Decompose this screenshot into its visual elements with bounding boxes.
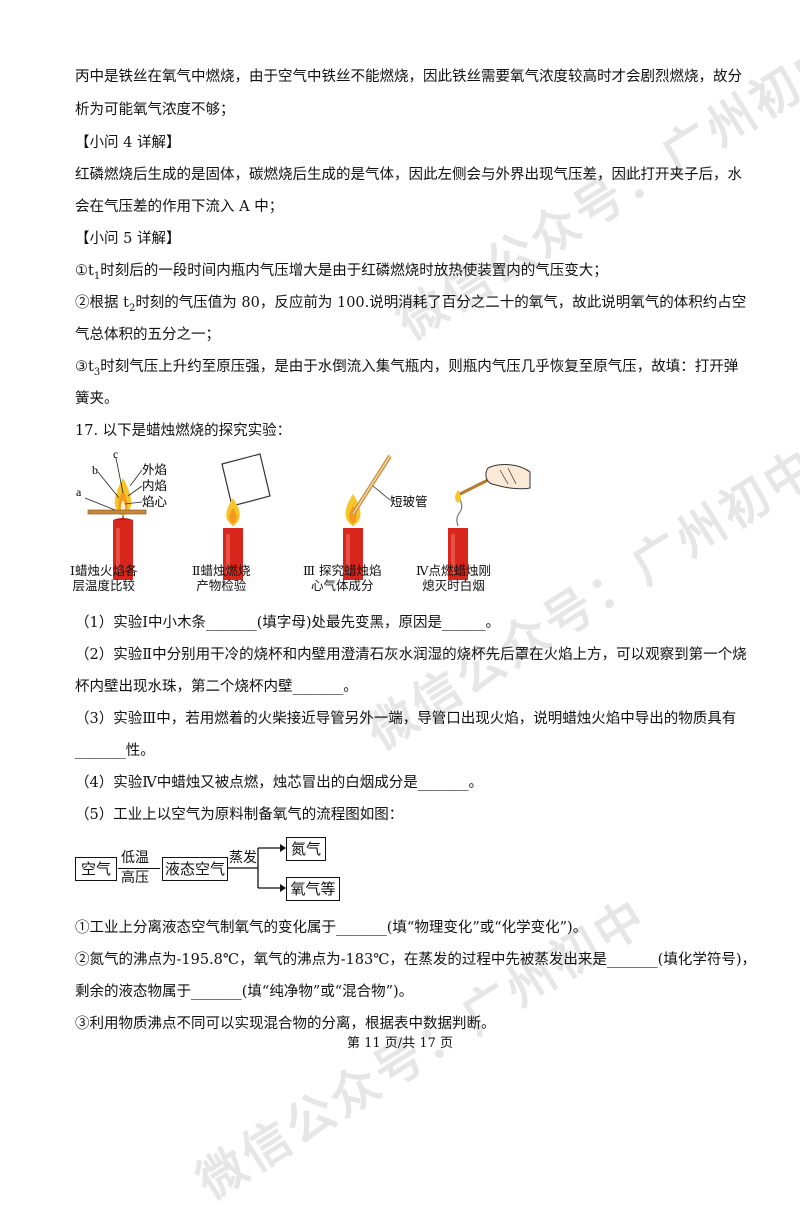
flow-box-nitrogen: 氮气 (286, 837, 326, 861)
question-4: （4）实验Ⅳ中蜡烛又被点燃，烛芯冒出的白烟成分是_______。 (75, 775, 483, 791)
candle-3 (343, 454, 392, 580)
question-2-line1: （2）实验Ⅱ中分别用干冷的烧杯和内壁用澄清石灰水润湿的烧杯先后罩在火焰上方，可以… (75, 647, 747, 663)
t3-subscript: 3 (93, 366, 101, 378)
heading-q4-detail: 【小问 4 详解】 (75, 135, 181, 151)
flow-branch-arrows (228, 844, 286, 892)
answer-2-line1: ②氮气的沸点为-195.8℃，氧气的沸点为-183℃，在蒸发的过程中先被蒸发出来… (75, 952, 756, 968)
paragraph-t1: ①t1时刻后的一段时间内瓶内气压增大是由于红磷燃烧时放热使装置内的气压变大； (75, 261, 608, 287)
flow-condition-top: 低温 (121, 850, 149, 866)
caption-4-line2: 熄灭时白烟 (422, 578, 485, 593)
question-1: （1）实验Ⅰ中小木条_______(填字母)处最先变黑，原因是______。 (75, 615, 501, 631)
paragraph-iron-line2: 析为可能氧气浓度不够； (75, 102, 235, 118)
flow-box-air: 空气 (75, 857, 117, 881)
flow-box-liquid-air: 液态空气 (162, 857, 228, 881)
label-a: a (76, 485, 82, 499)
label-b: b (92, 463, 98, 477)
question-3-line1: （3）实验Ⅲ中，若用燃着的火柴接近导管另外一端，导管口出现火焰，说明蜡烛火焰中导… (75, 711, 737, 727)
caption-1-line1: Ⅰ蜡烛火焰各 (70, 563, 138, 578)
heading-q5-detail: 【小问 5 详解】 (75, 231, 181, 247)
caption-1-line2: 层温度比较 (72, 578, 135, 593)
paragraph-t3-line1: ③t3时刻气压上升约至原压强，是由于水倒流入集气瓶内，则瓶内气压几乎恢复至原气压… (75, 357, 738, 383)
label-c: c (113, 448, 118, 461)
paragraph-t3-line2: 簧夹。 (75, 391, 119, 407)
answer-3: ③利用物质沸点不同可以实现混合物的分离，根据表中数据判断。 (75, 1016, 496, 1032)
candle-1 (84, 457, 147, 580)
t3-text: 时刻气压上升约至原压强，是由于水倒流入集气瓶内，则瓶内气压几乎恢复至原气压，故填… (100, 359, 739, 375)
candle-2 (221, 453, 271, 580)
flow-evaporate-label: 蒸发 (229, 850, 257, 866)
flow-condition-bottom: 高压 (121, 870, 149, 886)
t2-text: 时刻的气压值为 80，反应前为 100.说明消耗了百分之二十的氧气，故此说明氧气… (135, 295, 747, 311)
caption-2-line2: 产物检验 (196, 578, 247, 593)
paragraph-phosphorus-line2: 会在气压差的作用下流入 A 中； (75, 199, 284, 215)
t1-text: 时刻后的一段时间内瓶内气压增大是由于红磷燃烧时放热使装置内的气压变大； (100, 263, 608, 279)
caption-4-line1: Ⅳ点燃蜡烛刚 (416, 563, 491, 578)
flow-arrow-1 (118, 868, 160, 869)
flow-box-oxygen: 氧气等 (286, 877, 340, 901)
caption-3-line2: 心气体成分 (311, 578, 374, 593)
caption-4: Ⅳ点燃蜡烛刚熄灭时白烟 (416, 563, 491, 593)
answer-2-line2: 剩余的液态物属于_______(填“纯净物”或“混合物”)。 (75, 984, 414, 1000)
caption-2: Ⅱ蜡烛燃烧产物检验 (192, 563, 251, 593)
paragraph-t2-line1: ②根据 t2时刻的气压值为 80，反应前为 100.说明消耗了百分之二十的氧气，… (75, 293, 746, 319)
t2-prefix: ②根据 t (75, 295, 129, 311)
candle-4 (448, 464, 531, 580)
candle-experiment-figure: c b a 外焰 内焰 焰心 短玻管 (76, 448, 531, 580)
paragraph-iron-line1: 丙中是铁丝在氧气中燃烧，由于空气中铁丝不能燃烧，因此铁丝需要氧气浓度较高时才会剧… (75, 69, 742, 85)
label-inner-flame: 内焰 (142, 478, 167, 493)
t1-prefix: ①t (75, 263, 94, 279)
question-2-line2: 杯内壁出现水珠，第二个烧杯内壁_______。 (75, 679, 358, 695)
caption-3: Ⅲ 探究蜡烛焰心气体成分 (303, 563, 382, 593)
paragraph-phosphorus-line1: 红磷燃烧后生成的是固体，碳燃烧后生成的是气体，因此左侧会与外界出现气压差，因此打… (75, 167, 742, 183)
t3-prefix: ③t (75, 359, 94, 375)
caption-1: Ⅰ蜡烛火焰各层温度比较 (70, 563, 137, 593)
caption-2-line1: Ⅱ蜡烛燃烧 (192, 563, 251, 578)
answer-1: ①工业上分离液态空气制氧气的变化属于_______(填“物理变化”或“化学变化”… (75, 920, 588, 936)
paragraph-t2-line2: 气总体积的五分之一； (75, 327, 220, 343)
label-short-tube: 短玻管 (390, 494, 428, 509)
page-footer: 第 11 页/共 17 页 (347, 1036, 453, 1051)
question-5: （5）工业上以空气为原料制备氧气的流程图如图： (75, 807, 404, 823)
question-17-title: 17. 以下是蜡烛燃烧的探究实验： (75, 423, 292, 439)
t2-subscript: 2 (128, 302, 136, 314)
label-outer-flame: 外焰 (142, 462, 167, 477)
caption-3-line1: Ⅲ 探究蜡烛焰 (303, 563, 382, 578)
label-flame-core: 焰心 (142, 494, 168, 509)
t1-subscript: 1 (93, 270, 101, 282)
question-3-line2: _______性。 (75, 743, 155, 759)
